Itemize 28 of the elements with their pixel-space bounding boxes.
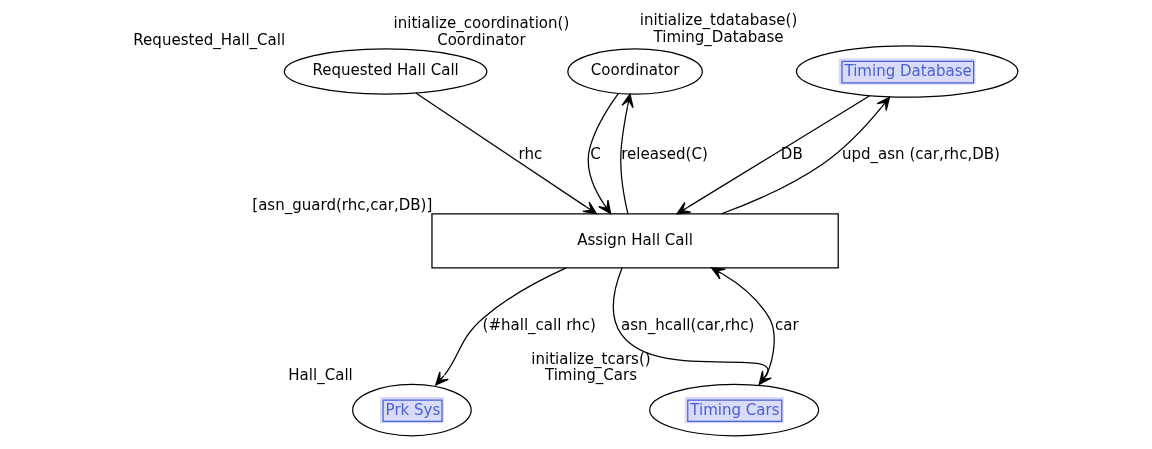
edge-label: car: [774, 315, 799, 334]
arrow: [720, 96, 891, 215]
node-ellipse: Timing Database: [795, 45, 1019, 98]
node-ellipse: Requested Hall Call: [283, 48, 488, 95]
arrow: [435, 267, 567, 386]
edge-label: (#hall_call rhc): [482, 315, 596, 334]
node-label: Hall_Call: [288, 366, 353, 385]
arrow: [415, 92, 598, 215]
edge-label: upd_asn (car,rhc,DB): [841, 145, 1000, 164]
edge-label: C: [590, 145, 601, 164]
node-ellipse: Prk Sys: [352, 383, 472, 437]
arrow: [676, 95, 870, 215]
node-label: Coordinator: [437, 30, 526, 49]
arrow: [620, 93, 634, 215]
node-label: initialize_tdatabase(): [639, 11, 798, 30]
node-label: initialize_coordination(): [393, 14, 570, 33]
edge-label: released(C): [621, 145, 708, 164]
arrow: [587, 92, 619, 215]
edge-label: asn_hcall(car,rhc): [621, 315, 755, 334]
edge-label: DB: [780, 145, 803, 164]
node-ellipse: Coordinator: [567, 48, 703, 95]
node-label: Timing_Cars: [544, 366, 637, 385]
node-label: [asn_guard(rhc,car,DB)]: [252, 195, 433, 214]
node-ellipse: Timing Cars: [649, 383, 820, 437]
node-label: Requested_Hall_Call: [133, 30, 286, 49]
edge-label: rhc: [518, 145, 543, 164]
node-label: initialize_tcars(): [531, 349, 651, 368]
node-box: Assign Hall Call: [431, 213, 839, 269]
